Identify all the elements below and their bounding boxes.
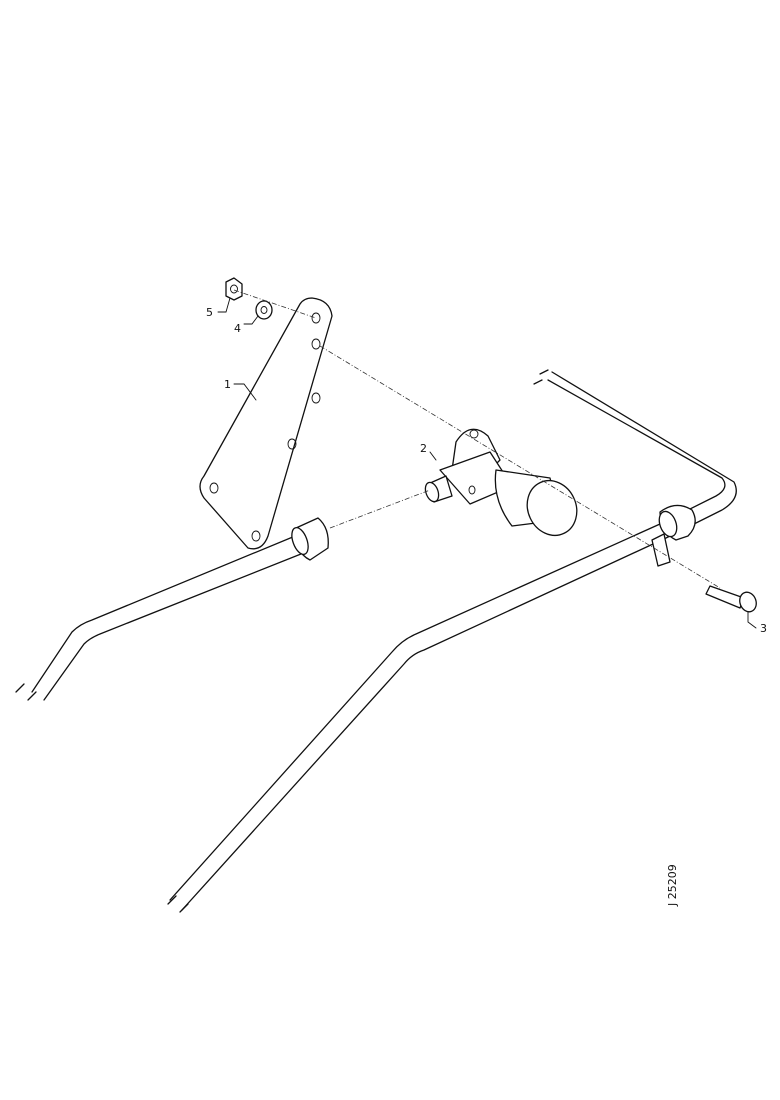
drawing-number: J 25209	[666, 864, 679, 907]
assembly-axes	[233, 289, 721, 589]
bolt	[705, 585, 757, 613]
washer	[255, 300, 273, 320]
bracket-plate	[199, 297, 333, 550]
left-pipe	[15, 533, 307, 701]
callout-4: 4	[234, 322, 241, 335]
nut	[225, 277, 243, 301]
callout-5: 5	[206, 306, 213, 319]
callout-2: 2	[420, 442, 427, 455]
pipe-sleeve	[291, 517, 329, 561]
callout-3: 3	[760, 622, 767, 635]
pipe-clip	[651, 504, 696, 567]
leader-lines	[217, 297, 757, 629]
valve-assembly	[424, 428, 578, 536]
callout-1: 1	[224, 378, 231, 391]
